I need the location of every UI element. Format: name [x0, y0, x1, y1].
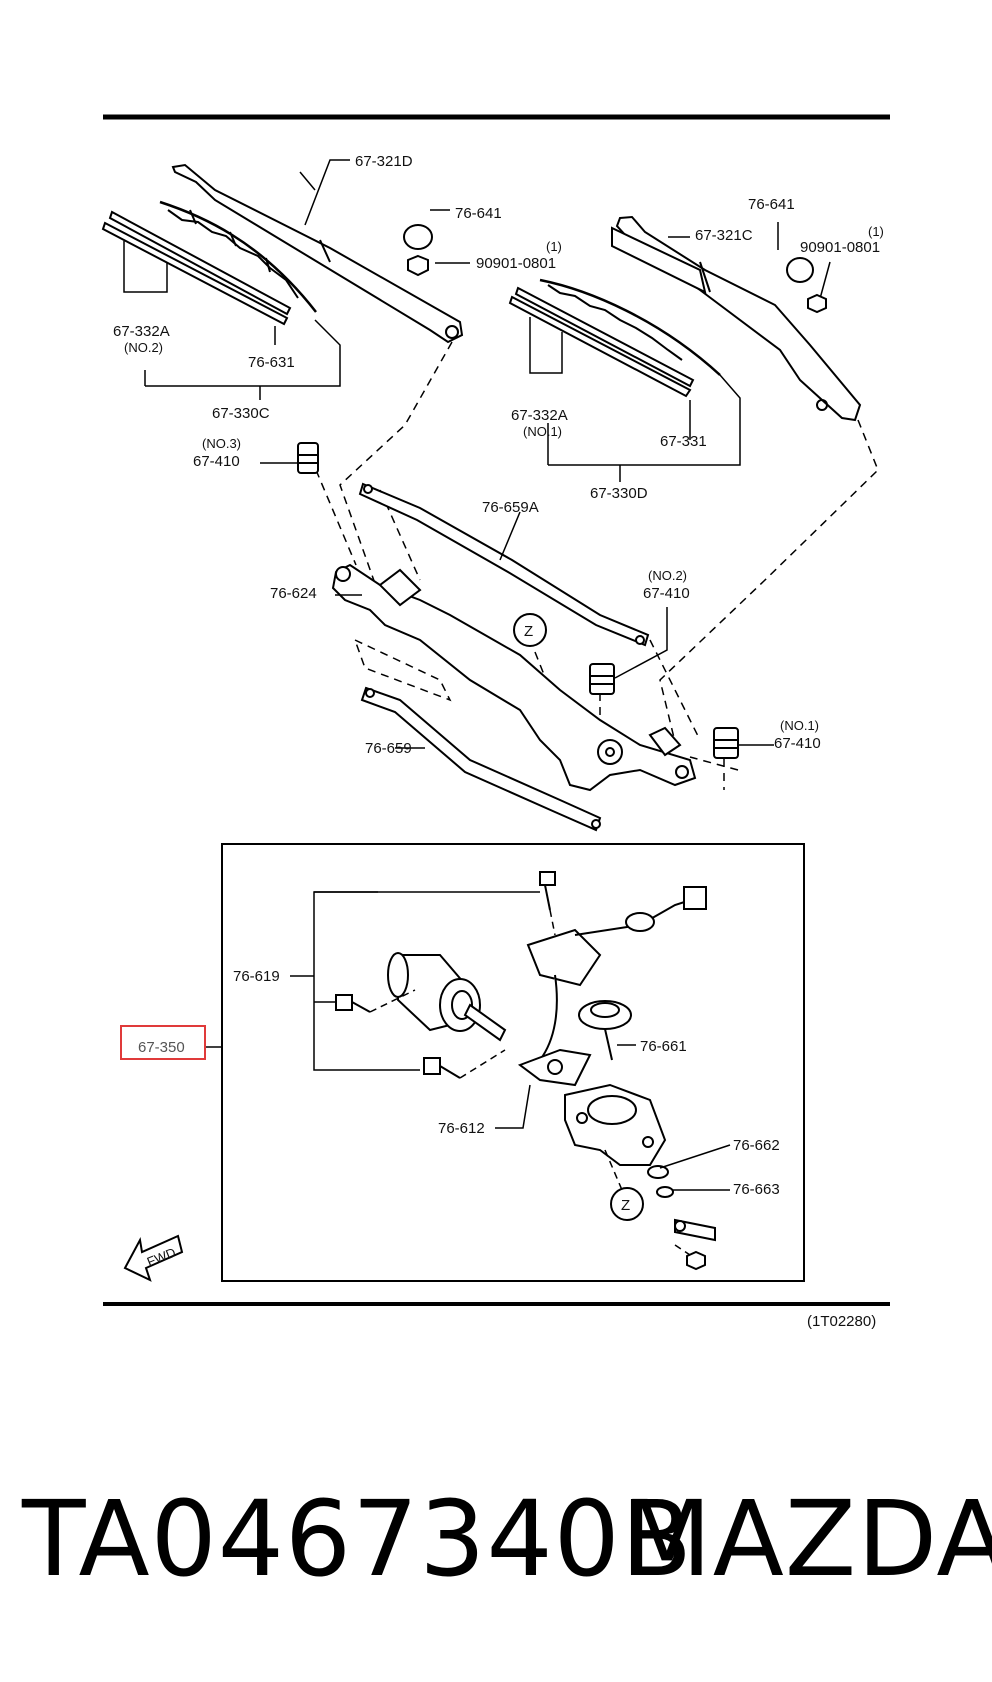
label-no1-mid: (NO.1) — [780, 718, 819, 733]
motor-bolts — [335, 871, 556, 1079]
label-no2-right: (NO.2) — [648, 568, 687, 583]
label-67-350: 67-350 — [138, 1039, 185, 1056]
label-67-332A-left: 67-332A — [113, 323, 170, 340]
pivot-bushing-no2 — [589, 663, 615, 695]
label-76-659A: 76-659A — [482, 499, 539, 516]
label-76-661: 76-661 — [640, 1038, 687, 1055]
diagram-svg: 67-321D 76-641 (1) 90901-0801 67-332A (N… — [101, 114, 890, 1330]
motor-leader-lines — [205, 891, 731, 1191]
left-leader-lines — [123, 159, 470, 400]
part-number: TA0467340B — [22, 1478, 694, 1600]
pivot-bushing-no3 — [297, 442, 319, 474]
label-67-410-no3: 67-410 — [193, 453, 240, 470]
label-76-641-right: 76-641 — [748, 196, 795, 213]
left-wiper-arm — [171, 163, 464, 344]
label-z-top: Z — [524, 623, 533, 640]
left-cap-nut — [403, 224, 433, 277]
wiper-frame-76-624 — [331, 563, 697, 792]
label-90901-left: 90901-0801 — [476, 255, 556, 272]
right-wiper-blade — [508, 278, 721, 398]
label-67-321C: 67-321C — [695, 227, 753, 244]
z-circle-bottom — [610, 1187, 644, 1221]
label-67-321D: 67-321D — [355, 153, 413, 170]
label-no2-left: (NO.2) — [124, 340, 163, 355]
label-qty-right: (1) — [868, 224, 884, 239]
right-leader-lines — [529, 222, 831, 482]
label-z-bottom: Z — [621, 1197, 630, 1214]
motor-harness — [517, 886, 707, 1087]
left-wiper-blade — [101, 200, 317, 326]
label-76-641-left: 76-641 — [455, 205, 502, 222]
z-circle-top — [513, 613, 547, 647]
label-76-631: 76-631 — [248, 354, 295, 371]
label-76-619: 76-619 — [233, 968, 280, 985]
motor-gear — [578, 1000, 632, 1061]
label-76-663: 76-663 — [733, 1181, 780, 1198]
label-76-659: 76-659 — [365, 740, 412, 757]
highlight-67-350 — [120, 1025, 206, 1060]
label-qty-left: (1) — [546, 239, 562, 254]
label-67-330D: 67-330D — [590, 485, 648, 502]
right-cap-nut — [786, 257, 827, 314]
label-67-331: 67-331 — [660, 433, 707, 450]
label-67-410-no2: 67-410 — [643, 585, 690, 602]
label-67-410-no1: 67-410 — [774, 735, 821, 752]
right-wiper-arm — [611, 215, 862, 422]
brand-name: MAZDA — [622, 1478, 992, 1600]
label-diagram-code: (1T02280) — [807, 1313, 876, 1330]
label-76-624: 76-624 — [270, 585, 317, 602]
fwd-arrow-icon — [123, 1234, 184, 1282]
label-90901-right: 90901-0801 — [800, 239, 880, 256]
wiper-motor — [387, 952, 507, 1042]
label-no1-right: (NO.1) — [523, 424, 562, 439]
label-67-332A-right: 67-332A — [511, 407, 568, 424]
pivot-bushing-no1 — [713, 727, 739, 759]
link-rod-76-659A — [358, 482, 650, 647]
label-67-330C: 67-330C — [212, 405, 270, 422]
motor-housing — [564, 1083, 667, 1166]
motor-box — [221, 843, 805, 1282]
motor-small-parts — [647, 1165, 716, 1271]
label-76-662: 76-662 — [733, 1137, 780, 1154]
mid-leader-lines — [260, 462, 774, 749]
motor-dashed-lines — [369, 909, 691, 1256]
link-rod-76-659 — [360, 686, 602, 832]
label-no3: (NO.3) — [202, 436, 241, 451]
label-76-612: 76-612 — [438, 1120, 485, 1137]
